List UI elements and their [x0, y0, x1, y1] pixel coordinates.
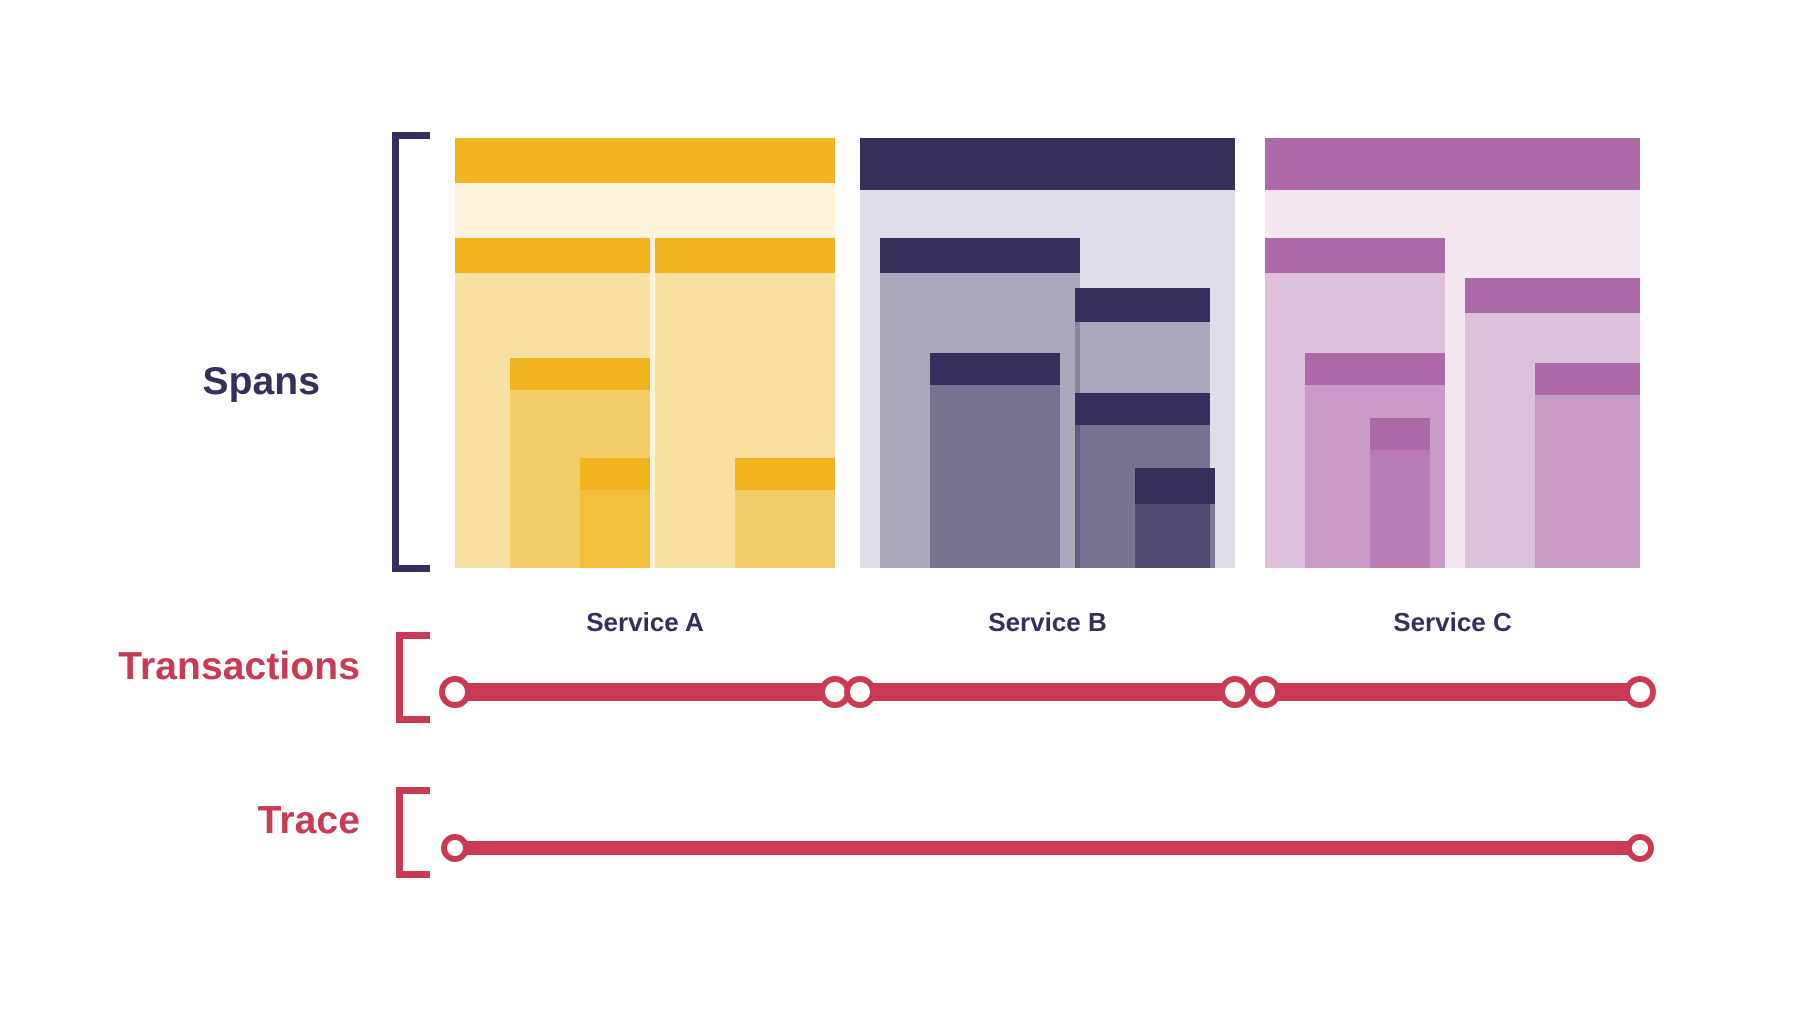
span-c-1-1-1[interactable] — [1370, 418, 1430, 568]
span-head-c-root — [1265, 138, 1640, 190]
span-head-a-2-1 — [735, 458, 835, 490]
span-head-c-2-1 — [1535, 363, 1640, 395]
service-group-3 — [1265, 138, 1640, 568]
span-c-2[interactable] — [1465, 278, 1640, 568]
span-head-c-2 — [1465, 278, 1640, 313]
bracket-trace — [396, 787, 430, 878]
span-a-1-1-1[interactable] — [580, 458, 650, 568]
span-body-a-2 — [655, 273, 835, 568]
spans-area — [455, 138, 1640, 568]
span-body-b-2-1-1 — [1135, 504, 1215, 568]
span-head-a-root — [455, 138, 835, 183]
span-body-b-1 — [880, 273, 1080, 568]
transactions-timeline[interactable] — [0, 672, 1800, 712]
row-label-trace: Trace — [257, 799, 360, 842]
span-head-c-1-1 — [1305, 353, 1445, 385]
service-group-1 — [455, 138, 835, 568]
row-label-spans: Spans — [202, 360, 320, 403]
span-head-b-1 — [880, 238, 1080, 273]
span-body-b-1-1 — [930, 385, 1060, 568]
row-label-transactions: Transactions — [118, 645, 360, 688]
span-head-c-1-1-1 — [1370, 418, 1430, 450]
span-head-b-2 — [1075, 288, 1210, 322]
span-head-b-2-1 — [1075, 393, 1210, 425]
span-b-2-1-1[interactable] — [1135, 468, 1215, 568]
span-body-c-2-1 — [1535, 395, 1640, 568]
span-body-a-2-1 — [735, 490, 835, 568]
span-a-2[interactable] — [655, 238, 835, 568]
span-head-b-root — [860, 138, 1235, 190]
service-group-2 — [860, 138, 1235, 568]
span-body-c-1-1-1 — [1370, 450, 1430, 568]
transaction-node-3-end[interactable] — [1624, 676, 1656, 708]
trace-node-1-end[interactable] — [1626, 834, 1654, 862]
trace-segment-1[interactable] — [455, 841, 1640, 855]
span-head-b-1-1 — [930, 353, 1060, 385]
transaction-segment-1[interactable] — [455, 683, 835, 701]
span-head-c-1 — [1265, 238, 1445, 273]
span-head-a-2 — [655, 238, 835, 273]
service-caption-2: Service B — [988, 607, 1107, 637]
span-b-1[interactable] — [880, 238, 1080, 568]
span-head-b-2-1-1 — [1135, 468, 1215, 504]
span-head-a-1-1-1 — [580, 458, 650, 490]
trace-node-1-start[interactable] — [441, 834, 469, 862]
span-head-a-1 — [455, 238, 650, 273]
bracket-spans — [392, 132, 430, 572]
span-c-2-1[interactable] — [1535, 363, 1640, 568]
transaction-segment-2[interactable] — [860, 683, 1235, 701]
transaction-node-3-start[interactable] — [1249, 676, 1281, 708]
service-caption-3: Service C — [1393, 607, 1512, 637]
transaction-node-2-start[interactable] — [844, 676, 876, 708]
service-caption-1: Service A — [586, 607, 704, 637]
span-a-2-1[interactable] — [735, 458, 835, 568]
transaction-node-1-start[interactable] — [439, 676, 471, 708]
span-body-a-1-1-1 — [580, 490, 650, 568]
transaction-segment-3[interactable] — [1265, 683, 1640, 701]
bracket-transactions — [396, 632, 430, 723]
trace-timeline[interactable] — [0, 828, 1800, 868]
span-head-a-1-1 — [510, 358, 650, 390]
span-body-c-2 — [1465, 313, 1640, 568]
transaction-node-2-end[interactable] — [1219, 676, 1251, 708]
span-b-1-1[interactable] — [930, 353, 1060, 568]
